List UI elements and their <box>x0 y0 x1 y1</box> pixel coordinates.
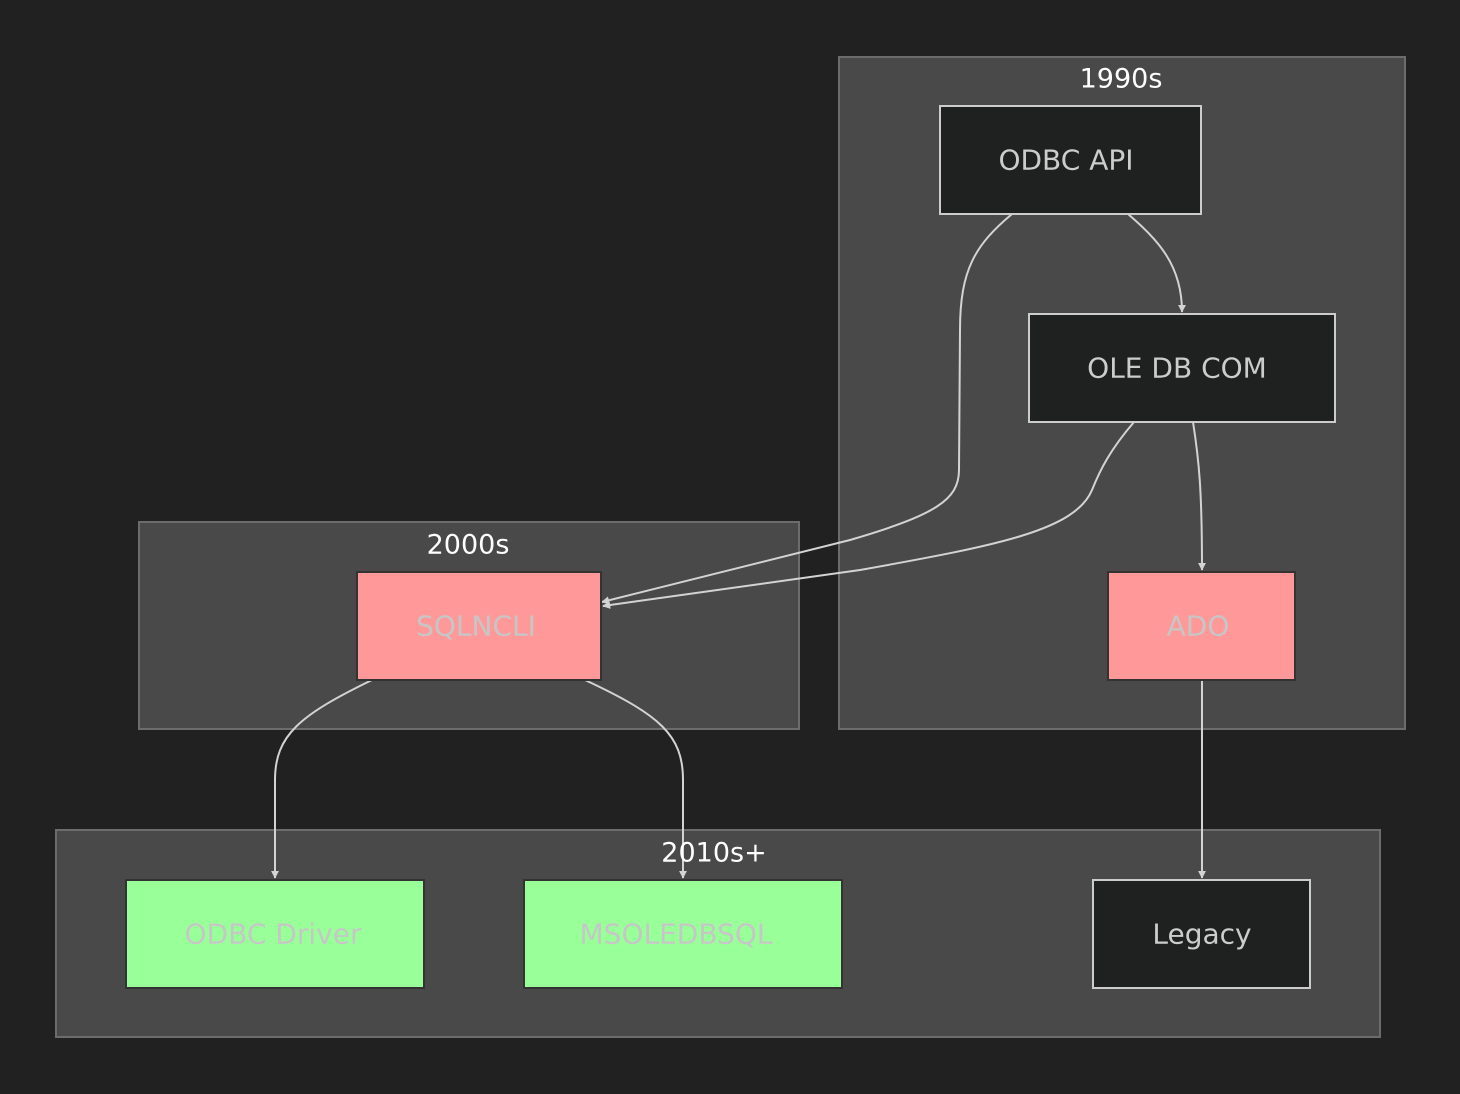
edge-ole-db-com-to-ado <box>1192 421 1206 571</box>
node-legacy-label: Legacy <box>1152 918 1251 951</box>
edge-ole-db-com-to-sqlncli <box>602 421 1135 609</box>
cluster-2010s-label: 2010s+ <box>661 838 766 869</box>
node-ado-label: ADO <box>1167 610 1230 643</box>
edge-sqlncli-to-odbc-driver <box>271 679 373 879</box>
cluster-2000s-label: 2000s <box>427 530 510 561</box>
node-odbc-api-label: ODBC API <box>998 144 1133 177</box>
node-sqlncli-label: SQLNCLI <box>416 610 536 643</box>
node-odbc-api[interactable]: ODBC API <box>939 105 1202 215</box>
node-sqlncli[interactable]: SQLNCLI <box>356 571 602 681</box>
node-msoledbsql[interactable]: MSOLEDBSQL <box>523 879 843 989</box>
edge-odbc-api-to-ole-db-com <box>1127 213 1186 313</box>
edge-odbc-api-to-sqlncli <box>601 213 1013 605</box>
node-ado[interactable]: ADO <box>1107 571 1296 681</box>
edge-sqlncli-to-msoledbsql <box>584 679 687 879</box>
node-odbc-driver[interactable]: ODBC Driver <box>125 879 425 989</box>
node-legacy[interactable]: Legacy <box>1092 879 1311 989</box>
node-odbc-driver-label: ODBC Driver <box>185 918 362 951</box>
node-msoledbsql-label: MSOLEDBSQL <box>580 918 773 951</box>
node-ole-db-com[interactable]: OLE DB COM <box>1028 313 1336 423</box>
cluster-1990s-label: 1990s <box>1080 64 1163 95</box>
node-ole-db-com-label: OLE DB COM <box>1087 352 1267 385</box>
